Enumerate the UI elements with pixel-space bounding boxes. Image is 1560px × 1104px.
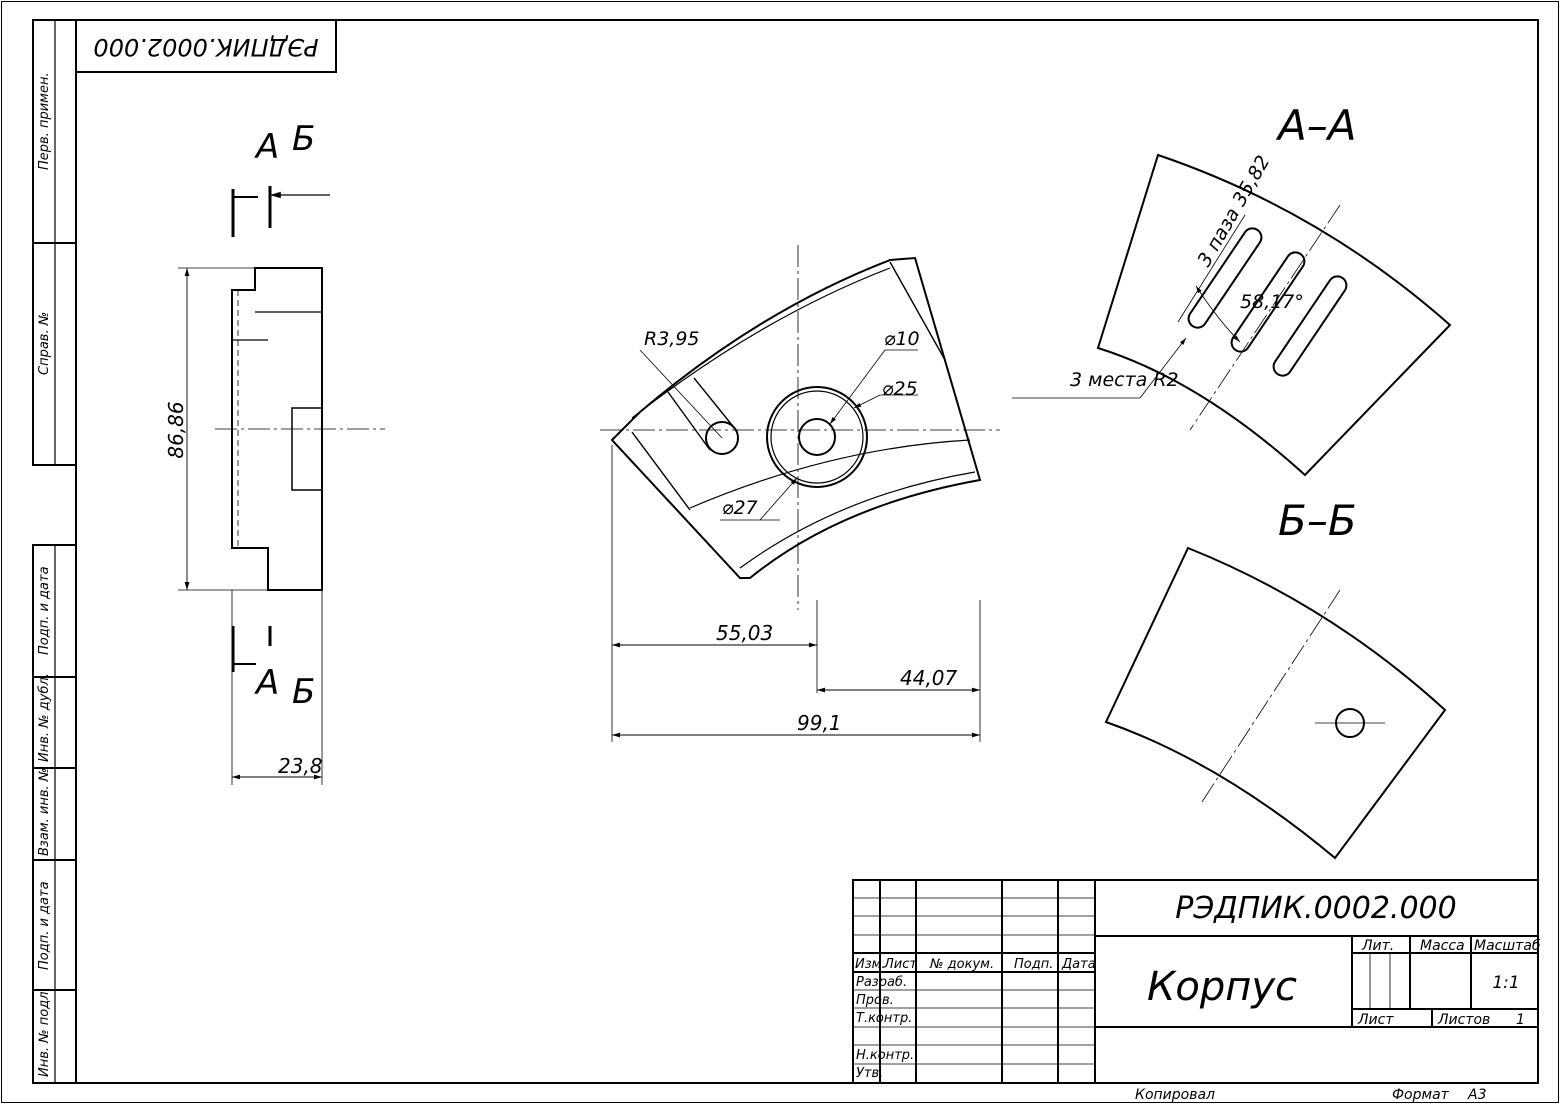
dim-height: 86,86 [164, 401, 188, 458]
dim-slot-radius: 3 места R2 [1070, 369, 1179, 391]
tb-role-nkontr: Н.контр. [856, 1048, 914, 1063]
boss-outer [766, 386, 868, 488]
dim-angle: 58,17° [1240, 291, 1304, 313]
mark-b-top: Б [292, 119, 315, 159]
tb-col-podp: Подп. [1014, 957, 1053, 972]
dim-w1: 55,03 [716, 621, 773, 645]
dim-w2: 44,07 [900, 666, 958, 690]
tb-mass-label: Масса [1420, 938, 1465, 954]
stamp-podp-data-1: Подп. и дата [37, 566, 52, 655]
slot-2 [1230, 251, 1306, 353]
mark-a-bottom: А [254, 663, 279, 703]
tb-role-razrab: Разраб. [856, 975, 907, 990]
side-view: А Б А Б 86,86 23,8 [164, 119, 385, 785]
format-label: Формат [1392, 1087, 1450, 1103]
stamp-inv-podl: Инв. № подл. [37, 987, 52, 1077]
boss-inner [770, 390, 864, 484]
tb-part-title: Корпус [1147, 964, 1297, 1010]
tb-sheets-label: Листов [1437, 1012, 1490, 1028]
side-stamp-column: Перв. примен. Справ. № Подп. и дата Инв.… [32, 19, 77, 1084]
main-view: R3,95 ⌀10 ⌀25 ⌀27 55,03 44,07 99,1 [600, 245, 1000, 742]
mirrored-designation-box: РЭДПИК.0002.000 [75, 19, 337, 73]
dim-slots: 3 паза 35,82 [1193, 152, 1274, 271]
dim-d25: ⌀25 [882, 378, 918, 400]
stamp-perv-primen: Перв. примен. [37, 72, 52, 170]
center-hole [798, 418, 836, 456]
tb-col-list: Лист [883, 957, 917, 972]
tb-scale-value: 1:1 [1492, 973, 1519, 993]
dim-thickness: 23,8 [278, 754, 323, 778]
tb-role-utv: Утв. [856, 1066, 883, 1081]
tb-role-tkontr: Т.контр. [856, 1011, 912, 1026]
mark-a-top: А [254, 127, 279, 167]
tb-col-izm: Изм. [855, 957, 886, 972]
dim-w-total: 99,1 [797, 711, 842, 735]
stamp-sprav-no: Справ. № [37, 312, 52, 375]
mirrored-designation: РЭДПИК.0002.000 [93, 33, 318, 61]
section-b-hole [1335, 708, 1365, 738]
tb-sheets-count: 1 [1516, 1012, 1525, 1028]
tb-role-prov: Пров. [856, 993, 894, 1008]
title-block: Изм. Лист № докум. Подп. Дата Разраб. Пр… [852, 879, 1541, 1084]
section-a-view: А–А 3 паза 35,82 58,17° 3 места R2 [1012, 101, 1452, 477]
section-b-title: Б–Б [1278, 496, 1357, 545]
tb-col-date: Дата [1061, 957, 1096, 972]
section-marks-top: А Б [231, 119, 330, 237]
slot-3 [1272, 275, 1348, 377]
dim-d10: ⌀10 [884, 328, 920, 350]
section-marks-bottom: А Б [231, 626, 315, 712]
stamp-podp-data-2: Подп. и дата [37, 881, 52, 970]
stamp-inv-dubl: Инв. № дубл. [37, 673, 52, 762]
dim-r-hole: R3,95 [644, 328, 700, 350]
section-b-view: Б–Б [1104, 496, 1447, 860]
tb-col-doc: № докум. [929, 957, 994, 972]
section-a-title: А–А [1275, 101, 1356, 150]
tb-lit-label: Лит. [1361, 938, 1394, 954]
tb-designation: РЭДПИК.0002.000 [1175, 891, 1456, 926]
copied-label: Копировал [1135, 1087, 1215, 1103]
dim-d27: ⌀27 [722, 497, 758, 519]
format-value: A3 [1467, 1087, 1486, 1103]
stamp-vzam-inv: Взам. инв. № [37, 768, 52, 856]
tb-scale-label: Масштаб [1474, 938, 1541, 954]
pin-hole [705, 421, 739, 455]
mark-b-bottom: Б [292, 672, 315, 712]
tb-sheet-label: Лист [1357, 1012, 1394, 1028]
slot-1 [1187, 227, 1263, 329]
